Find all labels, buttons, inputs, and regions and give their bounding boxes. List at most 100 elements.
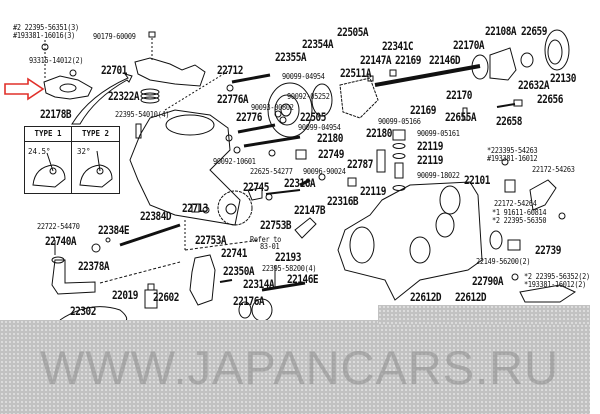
curved-arrow bbox=[71, 73, 133, 125]
part-label: 22749 bbox=[318, 147, 344, 161]
part-label: 90099-05161 bbox=[417, 129, 460, 138]
part-label: #193381-16016(3) bbox=[13, 31, 76, 40]
part-label: 22169 bbox=[410, 103, 436, 117]
part-label: 22170 bbox=[446, 88, 472, 102]
part-label: 22180 bbox=[317, 131, 343, 145]
part-label: 90093-00802 bbox=[251, 103, 294, 112]
part-label: 22776A bbox=[217, 92, 249, 106]
part-label: 22511A bbox=[340, 66, 372, 80]
part-label: 22776 bbox=[236, 110, 262, 124]
part-label: *193381-16012(2) bbox=[524, 280, 587, 289]
part-label: 22193 bbox=[275, 250, 301, 264]
part-label: 22659 bbox=[521, 24, 547, 38]
part-label: 22745 bbox=[243, 180, 269, 194]
part-label: 90096-90024 bbox=[303, 167, 346, 176]
part-label: 90092-10601 bbox=[213, 157, 256, 166]
part-label: 22602 bbox=[153, 290, 179, 304]
part-label: 22130 bbox=[550, 71, 576, 85]
part-label: 90099-05166 bbox=[378, 117, 421, 126]
part-label: 22612D bbox=[455, 290, 487, 304]
part-label: 90179-60009 bbox=[93, 32, 136, 41]
part-label: 22316B bbox=[327, 194, 359, 208]
governor-lever bbox=[43, 75, 93, 100]
part-label: *223395-54263 bbox=[487, 146, 538, 155]
watermark: WWW.JAPANCARS.RU bbox=[40, 341, 560, 394]
part-label: 90099-04954 bbox=[298, 123, 341, 132]
part-label: 22147A bbox=[360, 53, 392, 67]
part-label: *2 22395-56352(2) bbox=[524, 272, 590, 281]
type-comparison-box: TYPE 1 TYPE 2 24.5° 32° bbox=[24, 126, 120, 194]
part-label: 22753B bbox=[260, 218, 292, 232]
part-label: 22713 bbox=[182, 201, 208, 215]
part-label: 22722-54470 bbox=[37, 222, 80, 231]
part-label: 22740A bbox=[45, 234, 77, 248]
part-label: 22170A bbox=[453, 38, 485, 52]
part-label: 90099-04954 bbox=[282, 72, 325, 81]
part-label: 22147B bbox=[294, 203, 326, 217]
part-label: 22632A bbox=[518, 78, 550, 92]
part-label: 22108A bbox=[485, 24, 517, 38]
pump-body bbox=[337, 181, 483, 301]
part-label: Refer to bbox=[250, 235, 282, 244]
part-label: 22395-54010(4) bbox=[115, 110, 170, 119]
timer-gear bbox=[217, 190, 253, 226]
red-arrow-icon bbox=[4, 77, 45, 101]
part-label: 22178B bbox=[40, 107, 72, 121]
part-label: 22655A bbox=[445, 110, 477, 124]
part-label: 22741 bbox=[221, 246, 247, 260]
masked-region bbox=[378, 305, 590, 325]
governor-housing bbox=[129, 109, 241, 226]
part-label: 22625-54277 bbox=[250, 167, 293, 176]
part-label: 22314A bbox=[243, 277, 275, 291]
part-label: 22146E bbox=[287, 272, 319, 286]
part-label: 22658 bbox=[496, 114, 522, 128]
type-2-header: TYPE 2 bbox=[72, 127, 119, 142]
part-label: #2 22395-56351(3) bbox=[13, 23, 79, 32]
part-label: 22378A bbox=[78, 259, 110, 273]
part-label: 22180 bbox=[366, 126, 392, 140]
part-label: 93315-14012(2) bbox=[29, 56, 84, 65]
part-label: 22119 bbox=[417, 153, 443, 167]
part-label: 22656 bbox=[537, 92, 563, 106]
part-label: 22505A bbox=[337, 25, 369, 39]
part-label: 83-01 bbox=[260, 242, 280, 251]
part-label: 22176A bbox=[233, 294, 265, 308]
type-2-angle: 32° bbox=[77, 147, 91, 156]
part-label: 22384E bbox=[98, 223, 130, 237]
part-label: 22302 bbox=[70, 304, 96, 318]
part-label: 22384D bbox=[140, 209, 172, 223]
part-label: 22316A bbox=[284, 176, 316, 190]
part-label: 22612D bbox=[410, 290, 442, 304]
part-label: 22739 bbox=[535, 243, 561, 257]
part-label: 22146D bbox=[429, 53, 461, 67]
part-label: 22712 bbox=[217, 63, 243, 77]
part-label: 90099-18022 bbox=[417, 171, 460, 180]
part-label: 22350A bbox=[223, 264, 255, 278]
drive-shaft bbox=[374, 64, 481, 87]
type-divider bbox=[71, 127, 72, 193]
part-label: 22701 bbox=[101, 63, 127, 77]
part-label: 22101 bbox=[464, 173, 490, 187]
part-label: #193381-16012 bbox=[487, 154, 538, 163]
lever-type-sketches bbox=[32, 150, 113, 188]
part-label: 22169 bbox=[395, 53, 421, 67]
part-label: 22790A bbox=[472, 274, 504, 288]
part-label: 22787 bbox=[347, 157, 373, 171]
part-label: 22172-54263 bbox=[532, 165, 575, 174]
masked-region bbox=[0, 320, 590, 414]
part-label: *2 22395-56350 bbox=[492, 216, 547, 225]
part-label: 22395-58200(4) bbox=[262, 264, 317, 273]
part-label: 90092-05252 bbox=[287, 92, 330, 101]
governor-cover bbox=[134, 57, 206, 87]
type-1-angle: 24.5° bbox=[28, 147, 51, 156]
part-label: 22019 bbox=[112, 288, 138, 302]
part-label: 22322A bbox=[108, 89, 140, 103]
part-label: 22119 bbox=[360, 184, 386, 198]
part-label: 22119 bbox=[417, 139, 443, 153]
part-label: 22753A bbox=[195, 233, 227, 247]
part-label: 22149-56200(2) bbox=[476, 257, 531, 266]
part-label: *1 91611-60814 bbox=[492, 208, 547, 217]
part-label: 22354A bbox=[302, 37, 334, 51]
